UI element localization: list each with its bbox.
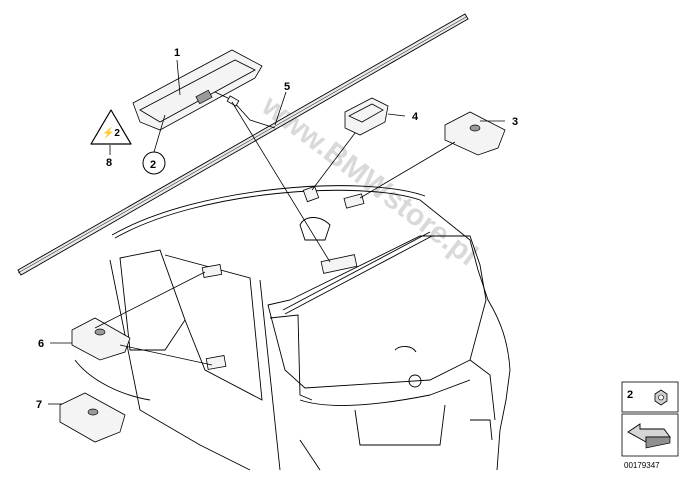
leader-lines xyxy=(48,59,505,405)
nut-icon xyxy=(654,389,668,406)
callout-5: 5 xyxy=(284,81,290,93)
callout-1: 1 xyxy=(174,47,180,59)
part-1-antenna-module[interactable] xyxy=(132,49,276,131)
mounting-brackets xyxy=(201,185,365,370)
callout-7: 7 xyxy=(36,399,42,411)
warning-triangle-icon: ⚡2 xyxy=(90,109,132,145)
part-4-antenna-amplifier[interactable] xyxy=(344,97,389,136)
part-6-control-unit[interactable] xyxy=(71,317,131,361)
callout-3: 3 xyxy=(512,116,518,128)
svg-text:⚡2: ⚡2 xyxy=(102,126,120,139)
part-7-control-unit[interactable] xyxy=(59,392,126,443)
roof-antenna-strip xyxy=(17,13,469,276)
callout-8: 8 xyxy=(106,157,112,169)
reference-number: 00179347 xyxy=(624,461,660,470)
callout-labels: 1 2 3 4 5 6 7 8 xyxy=(36,47,518,411)
arrow-icon xyxy=(627,423,671,449)
legend-box: 2 00179347 xyxy=(621,381,679,470)
callout-4: 4 xyxy=(412,111,419,123)
callout-2: 2 xyxy=(150,159,156,171)
car-body-outline xyxy=(74,185,511,471)
callout-6: 6 xyxy=(38,338,44,350)
legend-callout-2: 2 xyxy=(627,389,633,401)
part-3-control-unit[interactable] xyxy=(444,111,506,156)
